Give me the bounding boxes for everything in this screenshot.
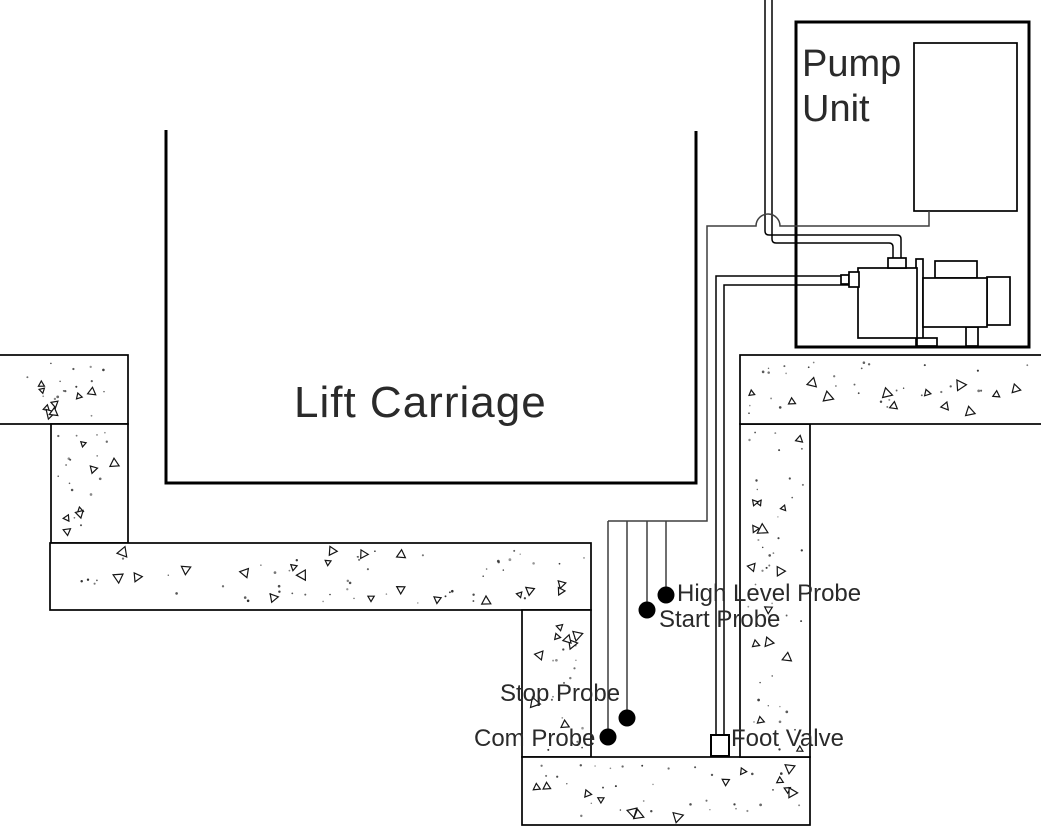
pump-body bbox=[857, 267, 918, 339]
pump-top-fitting bbox=[887, 257, 907, 269]
pump-base-foot bbox=[916, 337, 938, 347]
com-probe-label: Com Probe bbox=[474, 725, 596, 752]
probe-cable-run bbox=[608, 211, 930, 522]
suction-nipple bbox=[840, 274, 850, 285]
concrete-structures bbox=[0, 354, 1041, 826]
pipes bbox=[715, 0, 902, 736]
suction-pipe-outer bbox=[715, 275, 851, 736]
high-level-probe-label: High Level Probe bbox=[677, 580, 862, 607]
stop-probe-label: Stop Probe bbox=[500, 680, 621, 707]
stop-probe-tip bbox=[618, 709, 636, 727]
foot-valve-body bbox=[710, 734, 730, 757]
discharge-pipe-outer bbox=[764, 0, 902, 259]
suction-pipe-inner bbox=[723, 284, 851, 736]
slab-mid-left bbox=[49, 542, 592, 611]
foot-valve-label: Foot Valve bbox=[731, 725, 844, 752]
pump-unit-label: Pump Unit bbox=[802, 43, 902, 130]
pump-unit-box bbox=[794, 20, 1031, 349]
motor-foot bbox=[965, 326, 979, 347]
pit-wall-right bbox=[739, 423, 811, 758]
lift-carriage-label: Lift Carriage bbox=[294, 378, 547, 427]
start-probe-label: Start Probe bbox=[659, 606, 781, 633]
lift-carriage-outline bbox=[164, 130, 698, 485]
high-level-probe-tip bbox=[657, 586, 675, 604]
control-panel bbox=[913, 42, 1018, 212]
com-probe-tip bbox=[599, 728, 617, 746]
probe-wiring bbox=[599, 211, 930, 746]
wall-left-upper bbox=[50, 423, 129, 544]
suction-fitting bbox=[848, 271, 860, 288]
pump-assembly bbox=[840, 257, 1011, 347]
motor-body bbox=[922, 277, 988, 328]
slab-upper-right bbox=[739, 354, 1041, 425]
motor-end-cap bbox=[986, 276, 1011, 326]
concrete-texture bbox=[26, 361, 1029, 824]
start-probe-tip bbox=[638, 601, 656, 619]
slab-upper-left bbox=[0, 354, 129, 425]
discharge-pipe-inner bbox=[771, 0, 894, 259]
pit-floor-slab bbox=[521, 756, 811, 826]
motor-terminal-box bbox=[934, 260, 978, 279]
